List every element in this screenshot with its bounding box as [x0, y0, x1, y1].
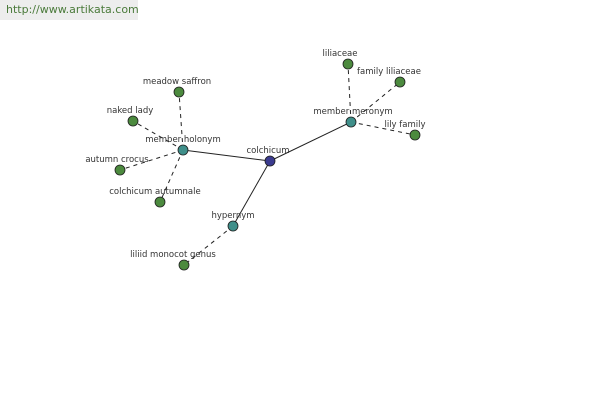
- node-label-meadow-saffron[interactable]: meadow saffron: [143, 77, 211, 87]
- node-colchicum-autumnale[interactable]: [154, 196, 166, 208]
- node-liliid-monocot-genus[interactable]: [178, 259, 190, 271]
- node-label-member-meronym[interactable]: member meronym: [313, 107, 392, 117]
- edge-member-holonym-to-colchicum-autumnale: [159, 149, 184, 203]
- node-label-autumn-crocus[interactable]: autumn crocus: [85, 155, 149, 165]
- edge-colchicum-to-hypernym: [232, 160, 271, 227]
- edge-member-meronym-to-liliaceae: [347, 63, 352, 123]
- edge-member-holonym-to-autumn-crocus: [119, 149, 184, 171]
- edge-member-meronym-to-family-liliaceae: [350, 81, 401, 123]
- node-family-liliaceae[interactable]: [394, 76, 406, 88]
- node-label-liliid-monocot-genus[interactable]: liliid monocot genus: [130, 250, 216, 260]
- node-label-naked-lady[interactable]: naked lady: [107, 106, 154, 116]
- node-label-colchicum[interactable]: colchicum: [247, 146, 290, 156]
- node-label-liliaceae[interactable]: liliaceae: [323, 49, 358, 59]
- edge-hypernym-to-liliid-monocot-genus: [183, 225, 234, 266]
- node-label-colchicum-autumnale[interactable]: colchicum autumnale: [109, 187, 200, 197]
- labels-layer: colchicum member holonym member meronym hyp…: [85, 49, 425, 260]
- node-lily-family[interactable]: [409, 129, 421, 141]
- edge-colchicum-to-member-holonym: [182, 149, 271, 162]
- edge-member-holonym-to-naked-lady: [132, 120, 184, 151]
- node-meadow-saffron[interactable]: [173, 86, 185, 98]
- node-colchicum[interactable]: [264, 155, 276, 167]
- node-label-lily-family[interactable]: lily family: [384, 120, 425, 130]
- node-hypernym[interactable]: [227, 220, 239, 232]
- node-label-member-holonym[interactable]: member holonym: [145, 135, 220, 145]
- node-member-holonym[interactable]: [177, 144, 189, 156]
- site-url-link[interactable]: http://www.artikata.com: [0, 0, 139, 20]
- node-label-family-liliaceae[interactable]: family liliaceae: [357, 67, 421, 77]
- node-naked-lady[interactable]: [127, 115, 139, 127]
- edge-member-holonym-to-meadow-saffron: [178, 91, 184, 151]
- edges-layer: [119, 63, 416, 266]
- nodes-layer: [114, 58, 421, 271]
- node-liliaceae[interactable]: [342, 58, 354, 70]
- edge-member-meronym-to-lily-family: [350, 121, 416, 136]
- node-autumn-crocus[interactable]: [114, 164, 126, 176]
- node-member-meronym[interactable]: [345, 116, 357, 128]
- node-label-hypernym[interactable]: hypernym: [211, 211, 254, 221]
- edge-colchicum-to-member-meronym: [269, 121, 352, 162]
